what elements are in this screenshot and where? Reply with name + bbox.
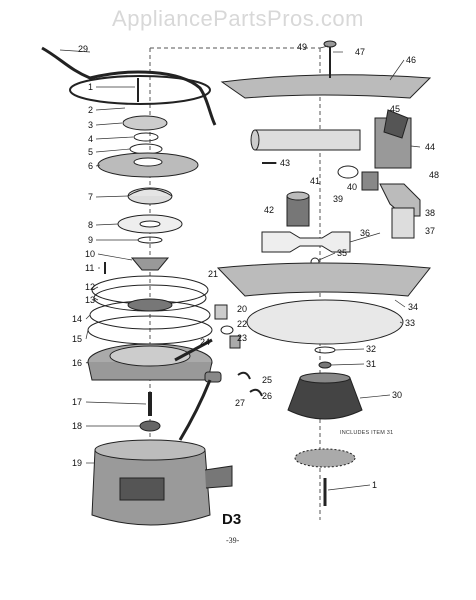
part-49 xyxy=(323,40,337,48)
part-41-tube xyxy=(254,129,361,151)
callout-2: 2 xyxy=(88,105,93,115)
callout-1: 1 xyxy=(88,82,93,92)
callout-3: 3 xyxy=(88,120,93,130)
part-46-upper-arm xyxy=(220,74,432,99)
callout-46: 46 xyxy=(406,55,416,65)
callout-42: 42 xyxy=(264,205,274,215)
part-4 xyxy=(133,132,159,142)
callout-41: 41 xyxy=(310,176,320,186)
diagram-title: D3 xyxy=(222,511,242,528)
callout-47: 47 xyxy=(355,47,365,57)
note-includes-item: INCLUDES ITEM 31 xyxy=(340,430,394,436)
part-2-ring xyxy=(69,75,211,105)
part-36-connector xyxy=(261,231,351,253)
callout-15: 15 xyxy=(72,334,82,344)
callout-9: 9 xyxy=(88,235,93,245)
part-29-tube xyxy=(41,46,217,126)
callout-21: 21 xyxy=(208,269,218,279)
part-24-tube xyxy=(174,338,213,362)
callout-37: 37 xyxy=(425,226,435,236)
callout-25: 25 xyxy=(262,375,272,385)
callout-24: 24 xyxy=(200,337,210,347)
callout-8: 8 xyxy=(88,220,93,230)
callout-40: 40 xyxy=(347,182,357,192)
callout-34: 34 xyxy=(408,302,418,312)
part-33-disc xyxy=(246,299,404,345)
part-40 xyxy=(337,165,359,179)
callout-26: 26 xyxy=(262,391,272,401)
callout-6: 6 xyxy=(88,161,93,171)
callout-16: 16 xyxy=(72,358,82,368)
part-45 xyxy=(383,109,409,139)
leader-lines xyxy=(59,45,421,491)
part-5 xyxy=(129,143,163,155)
callout-31: 31 xyxy=(366,359,376,369)
part-10-impeller xyxy=(130,257,170,271)
callout-19: 19 xyxy=(72,458,82,468)
part-26-clip xyxy=(249,388,263,397)
callout-33: 33 xyxy=(405,318,415,328)
callout-17: 17 xyxy=(72,397,82,407)
callout-14: 14 xyxy=(72,314,82,324)
callout-labels: 29 1 2 3 4 5 6 7 8 9 10 11 12 13 14 15 1… xyxy=(72,42,439,490)
part-23 xyxy=(229,335,241,349)
callout-1-lower: 1 xyxy=(372,480,377,490)
callout-45: 45 xyxy=(390,104,400,114)
callout-7: 7 xyxy=(88,192,93,202)
callout-18: 18 xyxy=(72,421,82,431)
part-30-strainer xyxy=(287,377,363,420)
callout-29: 29 xyxy=(78,44,88,54)
callout-49: 49 xyxy=(297,42,307,52)
part-39 xyxy=(361,171,379,191)
part-20 xyxy=(214,304,228,320)
callout-13: 13 xyxy=(85,295,95,305)
callout-11: 11 xyxy=(85,263,94,273)
part-18-seal xyxy=(139,420,161,432)
page-number: -39- xyxy=(226,536,240,545)
callout-32: 32 xyxy=(366,344,376,354)
callout-20: 20 xyxy=(237,304,247,314)
callout-5: 5 xyxy=(88,147,93,157)
part-31 xyxy=(318,361,332,369)
callout-38: 38 xyxy=(425,208,435,218)
callout-27: 27 xyxy=(235,398,245,408)
callout-48: 48 xyxy=(429,170,439,180)
part-22 xyxy=(220,325,234,335)
callout-35: 35 xyxy=(337,248,347,258)
callout-23: 23 xyxy=(237,333,247,343)
callout-22: 22 xyxy=(237,319,247,329)
part-3 xyxy=(122,115,168,131)
part-38-tube xyxy=(391,207,415,239)
callout-36: 36 xyxy=(360,228,370,238)
callout-39: 39 xyxy=(333,194,343,204)
part-25-clip xyxy=(237,371,251,380)
part-32 xyxy=(314,346,336,354)
callout-44: 44 xyxy=(425,142,435,152)
part-34-lower-arm xyxy=(216,262,431,297)
strainer-mesh xyxy=(294,448,356,468)
part-27 xyxy=(204,371,222,383)
callout-43: 43 xyxy=(280,158,290,168)
watermark: AppliancePartsPros.com xyxy=(112,6,364,31)
callout-10: 10 xyxy=(85,249,95,259)
callout-12: 12 xyxy=(85,282,95,292)
callout-4: 4 xyxy=(88,134,93,144)
callout-30: 30 xyxy=(392,390,402,400)
